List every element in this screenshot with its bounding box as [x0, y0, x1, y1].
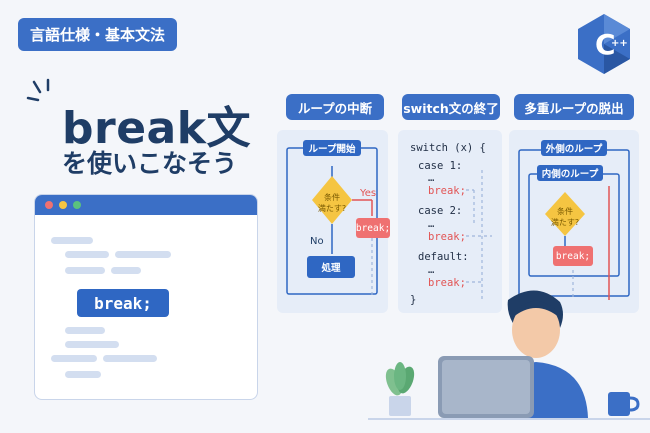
nested-break-box: break; — [553, 246, 593, 266]
code-line — [65, 371, 101, 378]
process-box: 処理 — [307, 256, 355, 278]
code-line — [65, 267, 105, 274]
nested-panel: 外側のループ 内側のループ 条件 満たす? break; — [509, 130, 639, 313]
nested-condition-label: 条件 満たす? — [550, 207, 580, 227]
default-line: default: — [418, 251, 469, 263]
condition-label: 条件 満たす? — [317, 193, 347, 213]
panel-title-loop: ループの中断 — [286, 94, 384, 120]
break-line: break; — [428, 231, 466, 243]
panel-title-nested: 多重ループの脱出 — [514, 94, 634, 120]
ellipsis-line: … — [428, 264, 435, 276]
code-editor-window: break; — [34, 194, 258, 400]
switch-panel: switch (x) { case 1: … break; case 2: … … — [398, 130, 502, 313]
no-label: No — [310, 236, 324, 247]
switch-line: switch (x) { — [410, 142, 486, 154]
loop-break-box: break; — [356, 218, 390, 238]
category-badge: 言語仕様・基本文法 — [18, 18, 178, 51]
editor-titlebar — [35, 195, 257, 215]
loop-panel: ループ開始 条件 満たす? Yes No break; 処理 — [277, 130, 390, 313]
person-with-laptop-illustration — [438, 290, 588, 418]
cpp-logo-letter: C — [595, 28, 616, 61]
minimize-dot-icon — [59, 201, 67, 209]
close-dot-icon — [45, 201, 53, 209]
code-line — [103, 355, 157, 362]
code-line — [51, 237, 93, 244]
desk-line — [368, 418, 650, 420]
cpp-logo-plus: ++ — [611, 38, 628, 49]
code-line — [51, 355, 97, 362]
maximize-dot-icon — [73, 201, 81, 209]
code-line — [111, 267, 141, 274]
break-line: break; — [428, 185, 466, 197]
inner-loop-box: 内側のループ — [537, 165, 603, 181]
panel-title-switch: switch文の終了 — [402, 94, 500, 120]
ellipsis-line: … — [428, 172, 435, 184]
break-code-chip: break; — [77, 289, 169, 317]
plant-icon — [385, 362, 415, 416]
code-line — [65, 341, 119, 348]
break-line: break; — [428, 277, 466, 289]
ellipsis-line: … — [428, 218, 435, 230]
case-line: case 1: — [418, 160, 463, 172]
mug-icon — [608, 392, 640, 416]
code-line — [115, 251, 171, 258]
closing-brace: } — [410, 294, 417, 306]
code-line — [65, 327, 105, 334]
spark-lines-icon — [26, 78, 50, 102]
page-title: break文 — [62, 103, 251, 154]
cpp-logo: C ++ — [575, 12, 633, 76]
page-subtitle: を使いこなそう — [62, 149, 238, 178]
code-line — [65, 251, 109, 258]
yes-label: Yes — [360, 188, 377, 199]
loop-start-box: ループ開始 — [303, 140, 361, 156]
outer-loop-box: 外側のループ — [541, 140, 607, 156]
case-line: case 2: — [418, 205, 463, 217]
